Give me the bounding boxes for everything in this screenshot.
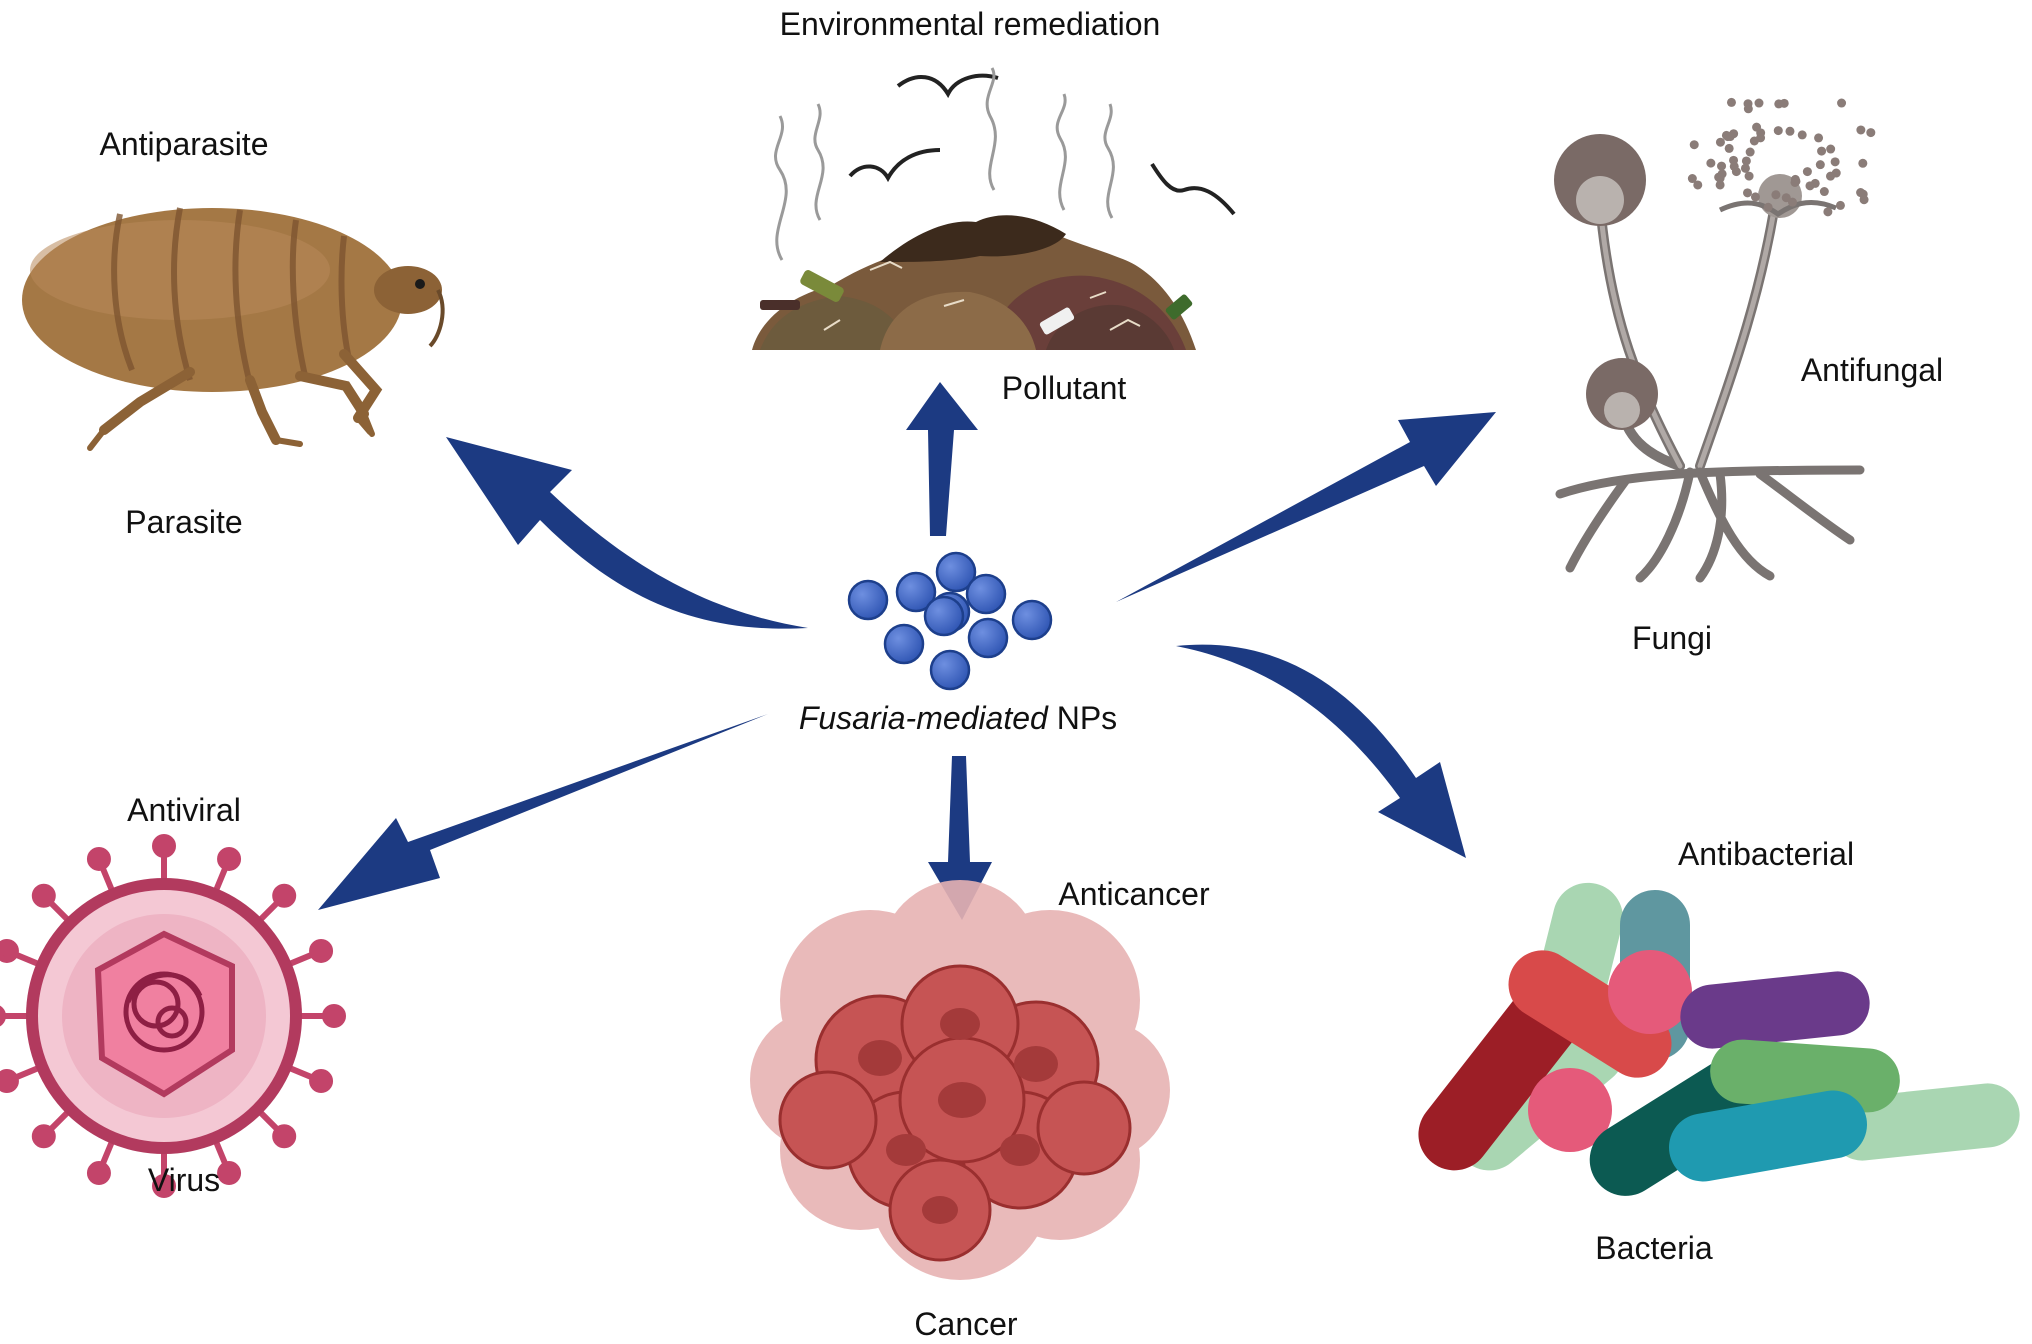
label-antiviral: Antiviral bbox=[127, 792, 241, 828]
label-antifungal: Antifungal bbox=[1800, 352, 1944, 388]
label-fungi: Fungi bbox=[1631, 620, 1713, 656]
label-antibacterial: Antibacterial bbox=[1677, 836, 1855, 872]
label-parasite: Parasite bbox=[125, 504, 243, 540]
flea-icon bbox=[22, 207, 445, 451]
arrow-to-fungi bbox=[1116, 412, 1496, 602]
nanoparticle-cluster-icon bbox=[847, 551, 1053, 691]
label-pollutant: Pollutant bbox=[1001, 370, 1127, 406]
label-environmental-remediation: Environmental remediation bbox=[779, 6, 1161, 42]
arrow-to-parasite bbox=[446, 437, 808, 629]
label-bacteria: Bacteria bbox=[1595, 1230, 1713, 1266]
label-cancer: Cancer bbox=[914, 1306, 1018, 1342]
label-antiparasite: Antiparasite bbox=[99, 126, 269, 162]
mold-fungi-icon bbox=[1554, 97, 1876, 583]
center-label: Fusaria-mediated NPs bbox=[799, 700, 1117, 737]
cancer-cells-icon bbox=[750, 880, 1170, 1280]
arrow-to-environment bbox=[906, 382, 978, 536]
label-virus: Virus bbox=[147, 1162, 221, 1198]
arrow-to-virus bbox=[318, 714, 768, 910]
center-label-italic: Fusaria-mediated bbox=[798, 700, 1048, 736]
bacteria-icon bbox=[1418, 882, 2020, 1196]
center-label-plain: NPs bbox=[1056, 700, 1118, 736]
label-anticancer: Anticancer bbox=[1058, 876, 1210, 912]
arrow-to-cancer bbox=[928, 756, 992, 920]
arrow-to-bacteria bbox=[1176, 644, 1466, 858]
landfill-icon bbox=[752, 67, 1236, 350]
virus-icon bbox=[0, 834, 346, 1198]
